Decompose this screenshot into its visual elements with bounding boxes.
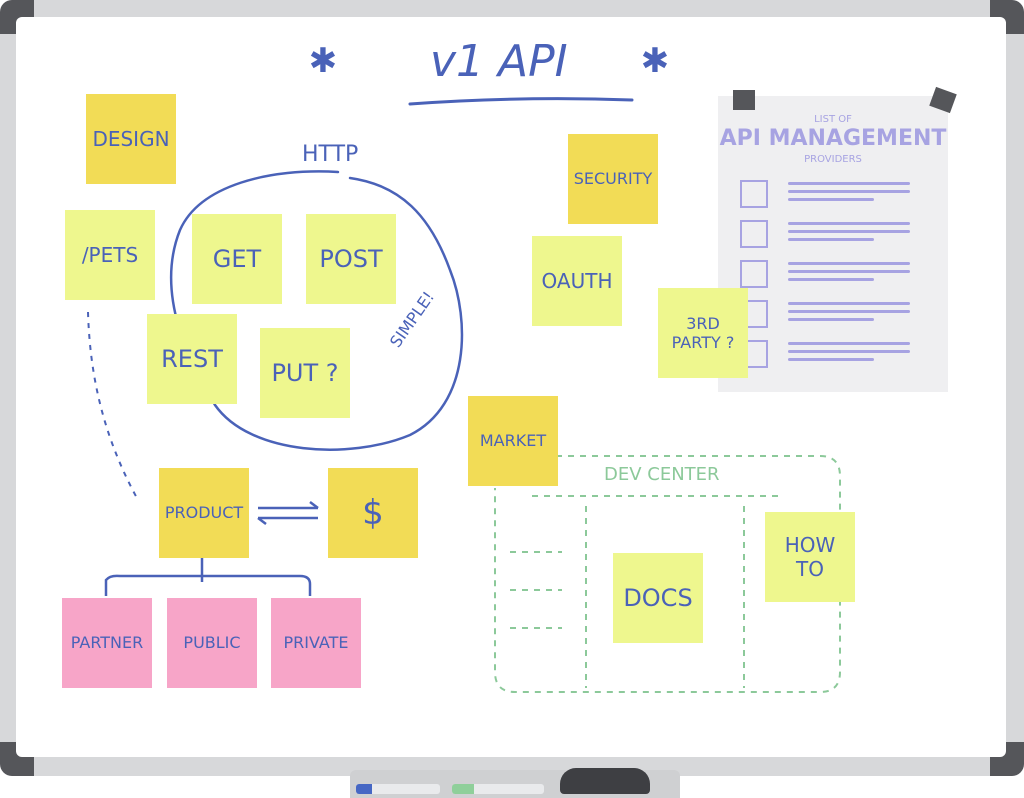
checklist-subtitle: PROVIDERS <box>804 154 862 165</box>
checklist-line <box>788 238 874 241</box>
sticky-note-market[interactable]: MARKET <box>468 396 558 486</box>
sticky-note-private[interactable]: PRIVATE <box>271 598 361 688</box>
star-icon: ✱ <box>309 41 338 81</box>
sticky-note-product[interactable]: PRODUCT <box>159 468 249 558</box>
sticky-note-docs[interactable]: DOCS <box>613 553 703 643</box>
blue-marker-icon[interactable] <box>356 784 440 794</box>
green-marker-icon[interactable] <box>452 784 544 794</box>
checklist-line <box>788 310 910 313</box>
sticky-note-put[interactable]: PUT ? <box>260 328 350 418</box>
checkbox[interactable] <box>740 220 768 248</box>
sticky-note-how-to[interactable]: HOW TO <box>765 512 855 602</box>
sticky-note-post[interactable]: POST <box>306 214 396 304</box>
sticky-note-oauth[interactable]: OAUTH <box>532 236 622 326</box>
sticky-note-partner[interactable]: PARTNER <box>62 598 152 688</box>
checklist-line <box>788 262 910 265</box>
page-title: v1 API <box>430 36 568 87</box>
sticky-note-rest[interactable]: REST <box>147 314 237 404</box>
star-icon: ✱ <box>641 41 670 81</box>
checkbox[interactable] <box>740 260 768 288</box>
product-bracket <box>104 574 312 596</box>
sticky-note-pets[interactable]: /PETS <box>65 210 155 300</box>
checklist-line <box>788 198 874 201</box>
checklist-line <box>788 318 874 321</box>
checkbox[interactable] <box>740 180 768 208</box>
checklist-line <box>788 302 910 305</box>
eraser-icon[interactable] <box>560 768 650 794</box>
sticky-note-security[interactable]: SECURITY <box>568 134 658 224</box>
checklist-line <box>788 358 874 361</box>
checklist-line <box>788 278 874 281</box>
magnet-pin-icon <box>733 90 755 110</box>
sticky-note-design[interactable]: DESIGN <box>86 94 176 184</box>
checklist-line <box>788 182 910 185</box>
dev-center-frame <box>494 455 841 693</box>
pets-product-connector <box>87 311 139 501</box>
checklist-line <box>788 230 910 233</box>
sticky-note-public[interactable]: PUBLIC <box>167 598 257 688</box>
checklist-heading-small: LIST OF <box>814 114 852 125</box>
checklist-title: API MANAGEMENT <box>719 126 947 151</box>
title-underline <box>408 97 634 106</box>
checklist-line <box>788 190 910 193</box>
checklist-line <box>788 342 910 345</box>
sticky-note-dollar[interactable]: $ <box>328 468 418 558</box>
api-management-checklist: LIST OF API MANAGEMENT PROVIDERS <box>718 96 948 392</box>
checklist-line <box>788 270 910 273</box>
http-label: HTTP <box>302 142 359 167</box>
dev-center-label: DEV CENTER <box>604 464 720 485</box>
checklist-line <box>788 222 910 225</box>
sticky-note-third-party[interactable]: 3RD PARTY ? <box>658 288 748 378</box>
checklist-line <box>788 350 910 353</box>
http-loop <box>169 170 464 451</box>
sticky-note-get[interactable]: GET <box>192 214 282 304</box>
